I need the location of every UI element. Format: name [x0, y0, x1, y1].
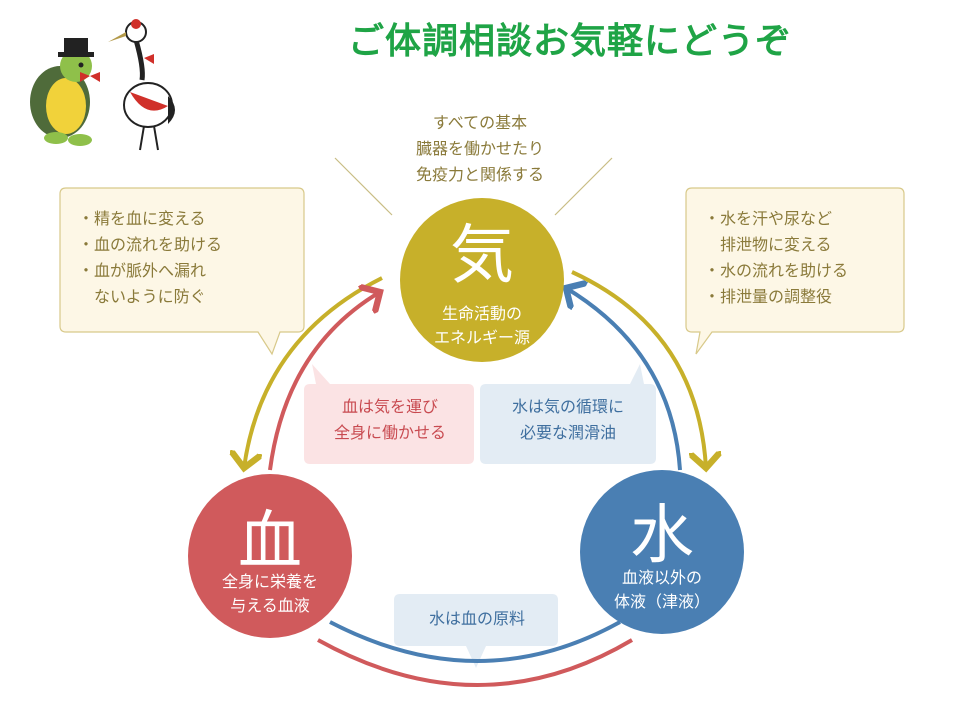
bottom-note-box: [394, 594, 558, 668]
center-right-note: 水は気の循環に 必要な潤滑油: [482, 394, 654, 446]
ketsu-circle: [188, 474, 352, 638]
arrow-ketsu-to-sui-inner: [329, 620, 621, 663]
sui-label: 血液以外の 体液（津液）: [582, 566, 742, 614]
right-note-box: [685, 187, 905, 355]
right-note: ・水を汗や尿など 排泄物に変える ・水の流れを助ける ・排泄量の調整役: [704, 206, 848, 310]
left-note-box: [59, 187, 305, 356]
arrow-ketsu-to-ki: [268, 292, 380, 471]
right-note-line: ・水を汗や尿など: [704, 209, 833, 228]
sui-circle: [580, 470, 744, 634]
ki-label-line: 生命活動の: [441, 304, 522, 323]
arrow-ki-to-ketsu: [244, 276, 383, 468]
left-note: ・精を血に変える ・血の流れを助ける ・血が脈外へ漏れ ないように防ぐ: [78, 206, 222, 310]
center-left-note-line: 血は気を運び: [341, 397, 438, 416]
turtle-mascot-icon: [30, 38, 100, 146]
center-left-note-box: [304, 364, 474, 464]
ki-label-line: エネルギー源: [433, 328, 530, 347]
crane-mascot-icon: [108, 19, 175, 151]
arrow-ki-to-sui: [571, 270, 706, 468]
left-note-line: ・血が脈外へ漏れ: [78, 261, 207, 280]
bottom-note: 水は血の原料: [428, 609, 525, 628]
mascots: [30, 19, 175, 151]
sui-character: 水: [630, 499, 694, 573]
top-note: すべての基本 臓器を働かせたり 免疫力と関係する: [330, 110, 630, 188]
center-right-note-line: 必要な潤滑油: [519, 423, 616, 442]
center-left-note: 血は気を運び 全身に働かせる: [305, 394, 475, 446]
center-right-note-line: 水は気の循環に: [511, 397, 624, 416]
ketsu-label-line: 与える血液: [230, 596, 310, 615]
ki-character: 気: [450, 219, 514, 293]
ki-label: 生命活動の エネルギー源: [402, 302, 562, 350]
arrow-sui-to-ketsu-outer: [317, 638, 634, 687]
top-note-right-line: [554, 157, 613, 216]
left-note-line: ・血の流れを助ける: [78, 235, 223, 254]
left-note-line: ないように防ぐ: [78, 287, 206, 306]
arrow-sui-to-ki: [566, 288, 682, 471]
right-note-line: ・水の流れを助ける: [704, 261, 849, 280]
left-note-line: ・精を血に変える: [78, 209, 206, 228]
top-note-line: 臓器を働かせたり: [415, 139, 544, 158]
ketsu-label-line: 全身に栄養を: [221, 572, 318, 591]
ki-circle: [400, 198, 564, 362]
sui-label-line: 血液以外の: [621, 568, 702, 587]
center-right-note-box: [480, 364, 656, 464]
right-note-line: ・排泄量の調整役: [704, 287, 833, 306]
sui-label-line: 体液（津液）: [613, 592, 710, 611]
ketsu-label: 全身に栄養を 与える血液: [188, 570, 352, 618]
page-title: ご体調相談お気軽にどうぞ: [347, 21, 792, 62]
right-note-line: 排泄物に変える: [704, 235, 832, 254]
top-note-line: 免疫力と関係する: [415, 165, 544, 184]
center-left-note-line: 全身に働かせる: [333, 423, 446, 442]
ketsu-character: 血: [238, 505, 302, 579]
top-note-line: すべての基本: [432, 113, 528, 132]
top-note-left-line: [334, 157, 393, 216]
